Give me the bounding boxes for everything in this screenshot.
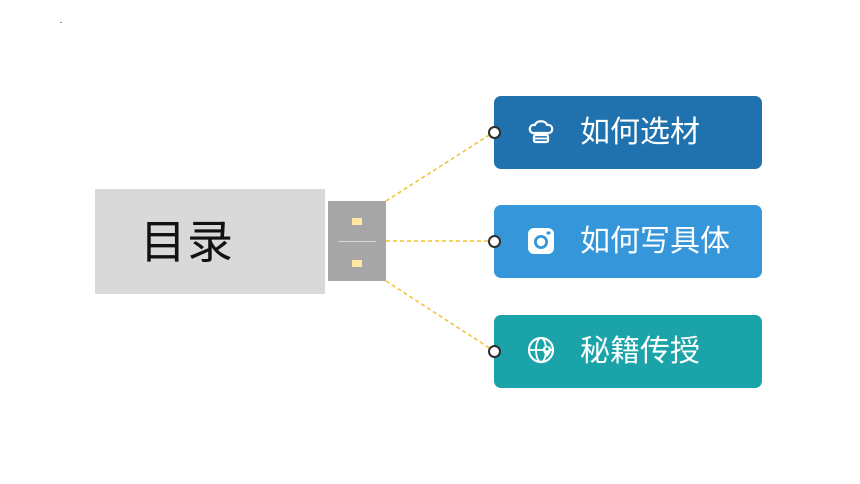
dashed-line-3	[385, 280, 495, 352]
usb-connector	[328, 201, 386, 281]
connector-dot	[488, 345, 501, 358]
globe-pin-icon	[527, 336, 555, 364]
toc-title: 目录	[140, 215, 234, 269]
menu-item-select-material[interactable]: 如何选材	[488, 96, 762, 169]
menu-item-label: 如何写具体	[580, 224, 730, 259]
connector-pin	[352, 218, 362, 225]
dashed-line-1	[385, 131, 495, 202]
camera-icon	[528, 228, 554, 254]
menu-item-label: 秘籍传授	[580, 334, 700, 369]
toc-block	[95, 189, 325, 294]
menu-item-secret-tips[interactable]: 秘籍传授	[488, 315, 762, 388]
connector-dot	[488, 126, 501, 139]
menu-item-write-concretely[interactable]: 如何写具体	[488, 205, 762, 278]
connector-pin	[352, 260, 362, 267]
corner-mark	[60, 22, 62, 23]
connector-dot	[488, 235, 501, 248]
connector-divider	[338, 241, 376, 242]
chef-hat-icon	[528, 120, 554, 144]
menu-item-label: 如何选材	[580, 115, 700, 150]
